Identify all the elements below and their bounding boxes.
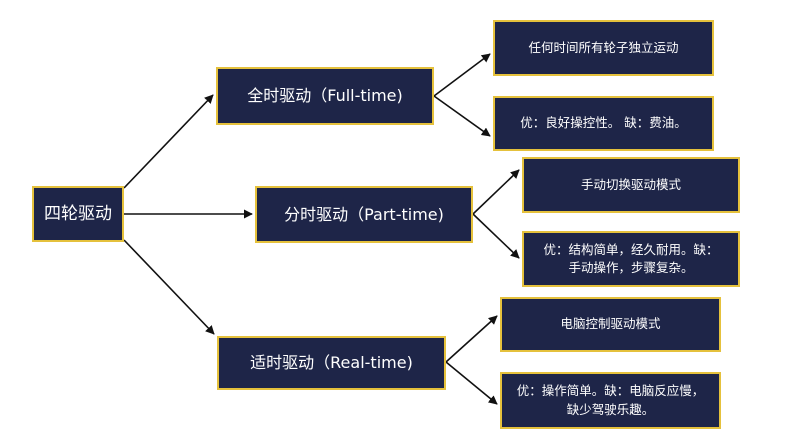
arrow-real-time-to-detail-2 <box>445 361 498 405</box>
arrow-full-time-to-detail-1 <box>433 53 491 97</box>
detail-real-time-description: 电脑控制驱动模式 <box>500 297 721 352</box>
detail-real-time-pros-cons: 优：操作简单。缺：电脑反应慢， 缺少驾驶乐趣。 <box>500 372 721 429</box>
mode-node-part-time: 分时驱动（Part-time) <box>255 186 473 243</box>
arrow-root-to-real-time <box>123 239 215 335</box>
arrow-root-to-full-time <box>123 94 214 189</box>
arrow-part-time-to-detail-1 <box>472 169 520 215</box>
root-node-four-wheel-drive: 四轮驱动 <box>32 186 124 242</box>
detail-part-time-description: 手动切换驱动模式 <box>522 157 740 213</box>
detail-part-time-pros-cons: 优：结构简单，经久耐用。缺： 手动操作，步骤复杂。 <box>522 231 740 287</box>
arrow-full-time-to-detail-2 <box>433 95 491 137</box>
detail-full-time-pros-cons: 优：良好操控性。 缺：费油。 <box>493 96 714 151</box>
arrow-real-time-to-detail-1 <box>445 315 498 363</box>
detail-full-time-description: 任何时间所有轮子独立运动 <box>493 20 714 76</box>
arrow-part-time-to-detail-2 <box>472 213 520 259</box>
mode-node-full-time: 全时驱动（Full-time) <box>216 67 434 125</box>
mode-node-real-time: 适时驱动（Real-time) <box>217 336 446 390</box>
